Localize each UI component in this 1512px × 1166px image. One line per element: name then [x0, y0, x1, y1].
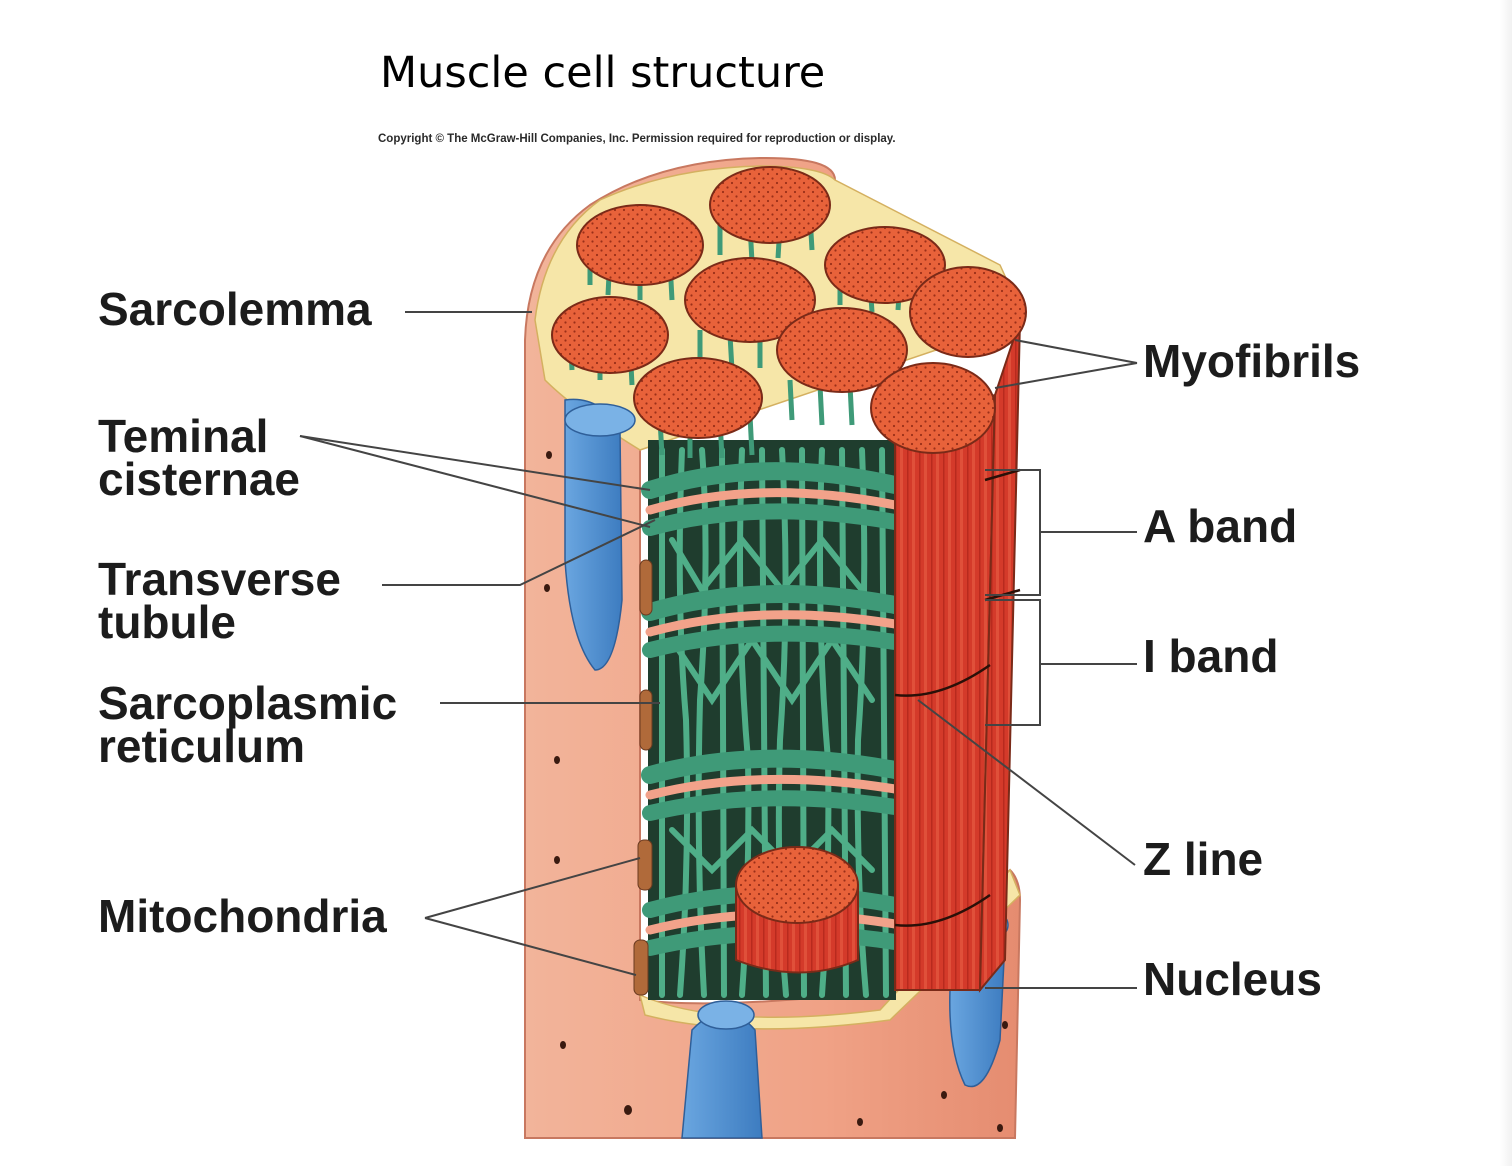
myofibril-end-7: [633, 357, 763, 439]
leader-mitochondria-1: [424, 857, 641, 919]
label-terminal-cisternae-line2: cisternae: [98, 453, 301, 505]
surface-specks: [544, 451, 1008, 1132]
mitochondria-shapes: [633, 559, 653, 996]
label-a-band: A band: [1143, 500, 1298, 552]
leader-myofibrils-1: [1014, 339, 1138, 364]
label-z-line: Z line: [1143, 833, 1264, 885]
label-i-band: I band: [1143, 630, 1279, 682]
leader-lines: [299, 311, 1138, 989]
myofibril-end-8: [776, 307, 908, 393]
label-transverse-tubule-line2: tubule: [98, 596, 236, 648]
label-terminal-cisternae-line1: Teminal: [98, 410, 269, 462]
leader-terminal-cisternae-1: [299, 435, 651, 491]
striated-myofibril-sides: [894, 319, 1021, 993]
copyright-notice: Copyright © The McGraw-Hill Companies, I…: [378, 133, 896, 145]
exposed-myofibril-face: [735, 846, 859, 924]
nucleus-bottom-cap: [697, 1000, 755, 1030]
leader-mitochondria-2: [424, 917, 637, 976]
label-transverse-tubule: Transverse tubule: [98, 553, 341, 648]
diagram-title: Muscle cell structure: [380, 48, 826, 98]
label-sarcoplasmic-reticulum-line2: reticulum: [98, 720, 306, 772]
leader-terminal-cisternae-2: [299, 435, 651, 528]
label-transverse-tubule-line1: Transverse: [98, 553, 341, 605]
leader-a-band: [985, 469, 1137, 596]
leader-z-line: [917, 699, 1136, 866]
myofibril-ends: [551, 166, 1027, 459]
leader-transverse-tubule: [382, 519, 656, 586]
label-terminal-cisternae: Teminal cisternae: [98, 410, 301, 505]
myofibril-end-4: [551, 296, 669, 374]
myofibril-end-3: [824, 226, 946, 304]
myofibril-end-6: [909, 266, 1027, 358]
sarcoplasmic-reticulum-network: [641, 440, 904, 1000]
label-sarcoplasmic-reticulum-line1: Sarcoplasmic: [98, 677, 398, 729]
leader-myofibrils-2: [994, 362, 1138, 389]
myofibril-end-1: [576, 204, 704, 286]
nucleus-upper-left-cap: [564, 403, 636, 437]
leader-i-band: [985, 599, 1137, 726]
page-edge-shadow: [1500, 0, 1512, 1166]
label-myofibrils: Myofibrils: [1143, 335, 1361, 387]
label-mitochondria: Mitochondria: [98, 890, 387, 942]
label-nucleus: Nucleus: [1143, 953, 1322, 1005]
nucleus-bottom: [681, 1011, 763, 1139]
label-sarcolemma: Sarcolemma: [98, 283, 372, 335]
myofibril-end-5: [684, 257, 816, 343]
myofibril-end-2: [709, 166, 831, 244]
label-sarcoplasmic-reticulum: Sarcoplasmic reticulum: [98, 677, 398, 772]
myofibril-end-9: [870, 362, 996, 454]
